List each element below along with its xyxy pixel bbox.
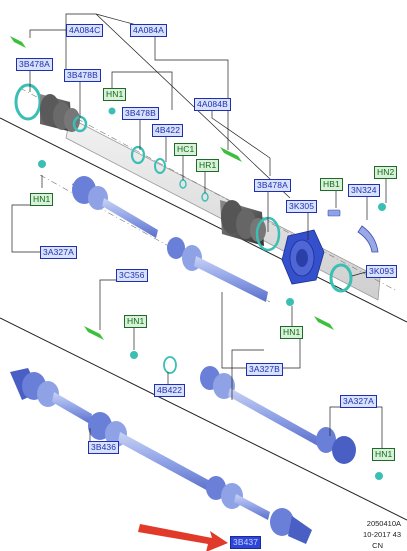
boot-right: [220, 200, 281, 252]
callout-4b422-low: 4B422: [154, 384, 186, 397]
caption-line-1: 2050410A: [366, 519, 401, 528]
nut-right: [378, 203, 386, 211]
seal-mid-1: [130, 145, 146, 165]
callout-3b478b-top: 3B478B: [64, 69, 101, 82]
clip-4b422: [163, 356, 177, 374]
lower-mid-assembly: [84, 298, 383, 480]
callout-hn1-c: HN1: [124, 315, 148, 328]
top-shaft-assembly: [10, 36, 396, 301]
centerline-top: [19, 87, 396, 291]
callout-hn1-e: HN1: [372, 448, 396, 461]
seal-3k093: [329, 263, 353, 293]
callout-3b436: 3B436: [88, 441, 120, 454]
seal-mid-2: [154, 158, 166, 174]
callout-4a084c: 4A084C: [66, 24, 104, 37]
caption-line-3: CN: [372, 541, 383, 550]
nut-hn1-e: [375, 472, 383, 480]
callout-hn1-b: HN1: [30, 193, 54, 206]
bottom-shaft-assembly: [10, 368, 312, 544]
bolt-hb1: [327, 209, 341, 217]
nut-hn1-d: [286, 298, 294, 306]
panel-divider-bottom: [0, 317, 407, 521]
panel-divider-top: [0, 117, 407, 323]
callout-hc1: HC1: [174, 143, 198, 156]
green-tag-3: [84, 326, 104, 340]
bracket-3n324: [357, 225, 379, 253]
red-pointer-arrow: [138, 524, 228, 551]
callout-3b437: 3B437: [230, 536, 262, 549]
callout-3a327b: 3A327B: [246, 363, 283, 376]
callout-hb1: HB1: [320, 178, 343, 191]
callout-3a327a-left: 3A327A: [40, 246, 77, 259]
callout-hn1-d: HN1: [280, 326, 304, 339]
green-tag-4: [314, 316, 334, 330]
callout-3n324: 3N324: [348, 184, 380, 197]
green-tag-2: [220, 147, 242, 162]
callout-4b422-top: 4B422: [152, 124, 184, 137]
nut-hn1: [108, 107, 116, 115]
callout-3b478a-top: 3B478A: [16, 58, 53, 71]
callout-3k093: 3K093: [366, 265, 398, 278]
nut-mid: [130, 351, 138, 359]
callout-3a327a-right: 3A327A: [340, 395, 377, 408]
green-tag-1: [10, 36, 26, 48]
callout-3b478b-mid: 3B478B: [122, 107, 159, 120]
callout-3k305: 3K305: [286, 200, 318, 213]
nut-left: [38, 160, 46, 168]
caption-line-2: 10-2017 43: [363, 530, 401, 539]
middle-shaft-assembly: [39, 174, 271, 303]
callout-hr1: HR1: [196, 159, 220, 172]
callout-3b478a-mid: 3B478A: [254, 179, 291, 192]
callout-4a084a: 4A084A: [130, 24, 167, 37]
callout-hn2: HN2: [374, 166, 398, 179]
bearing-housing: [281, 229, 325, 285]
callout-3c356: 3C356: [116, 269, 148, 282]
callout-hn1-a: HN1: [103, 88, 127, 101]
boot-left: [14, 83, 88, 133]
callout-4a084b: 4A084B: [194, 98, 231, 111]
